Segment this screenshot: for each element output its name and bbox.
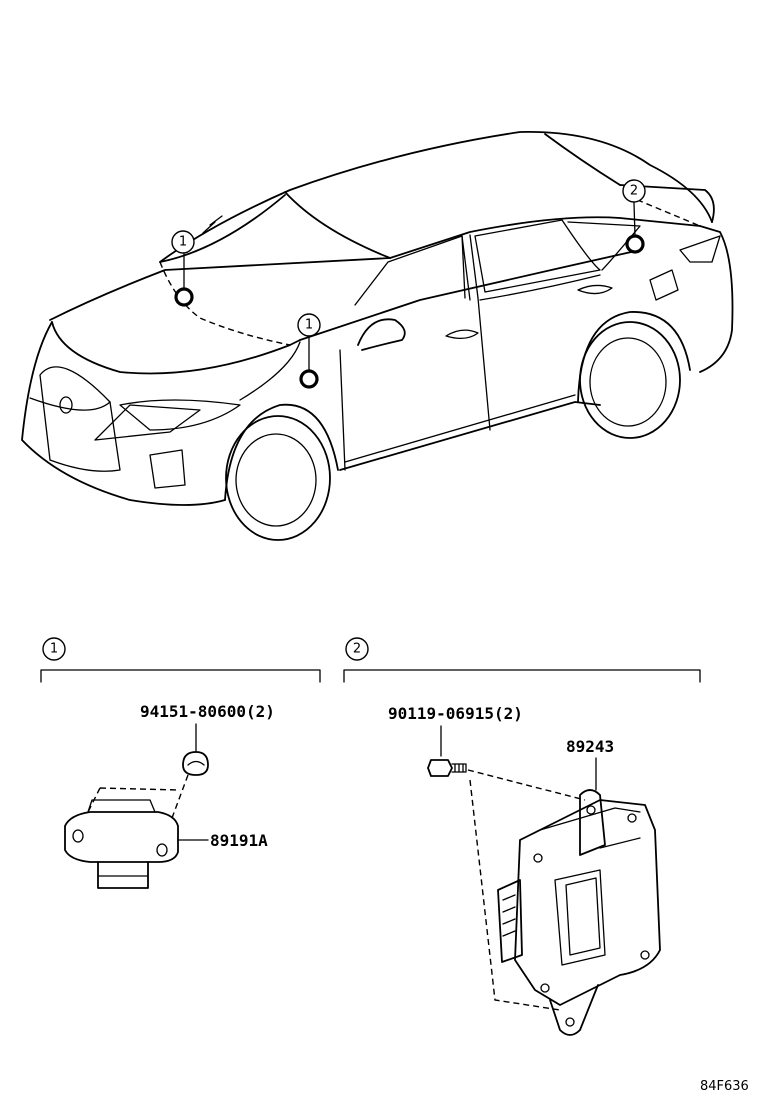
location-marker-2 — [625, 234, 645, 254]
vehicle-callout-1b-label: 1 — [305, 318, 313, 333]
vehicle-callout-1b: 1 — [297, 313, 321, 337]
bolt-icon — [182, 751, 209, 776]
section-2-callout-label: 2 — [353, 642, 361, 657]
location-marker-1-right — [299, 369, 319, 389]
sensor-part-number: 89191A — [210, 831, 268, 850]
section-2-bracket — [343, 669, 701, 683]
vehicle-callout-2-label: 2 — [630, 184, 638, 199]
bolt-part-number-1: 94151-80600(2) — [140, 702, 275, 721]
bolt-part-number-2: 90119-06915(2) — [388, 704, 523, 723]
section-1-callout: 1 — [42, 637, 66, 661]
airbag-sensor-icon — [64, 799, 179, 889]
section-1: 1 94151-80600(2) 89191A — [40, 637, 321, 889]
vehicle-callout-1a: 1 — [171, 230, 195, 254]
section-1-bracket — [40, 669, 321, 683]
vehicle-callout-1a-label: 1 — [179, 235, 187, 250]
section-2: 2 90119-06915(2) 89243 — [343, 637, 701, 1036]
figure-code: 84F636 — [700, 1079, 749, 1094]
ecu-part-number: 89243 — [566, 737, 614, 756]
section-1-callout-label: 1 — [50, 642, 58, 657]
vehicle-illustration — [21, 131, 734, 541]
airbag-ecu-icon — [497, 789, 661, 1036]
vehicle-callout-2: 2 — [622, 179, 646, 203]
location-marker-1-left — [174, 287, 194, 307]
flange-bolt-icon — [427, 759, 467, 777]
section-2-callout: 2 — [345, 637, 369, 661]
